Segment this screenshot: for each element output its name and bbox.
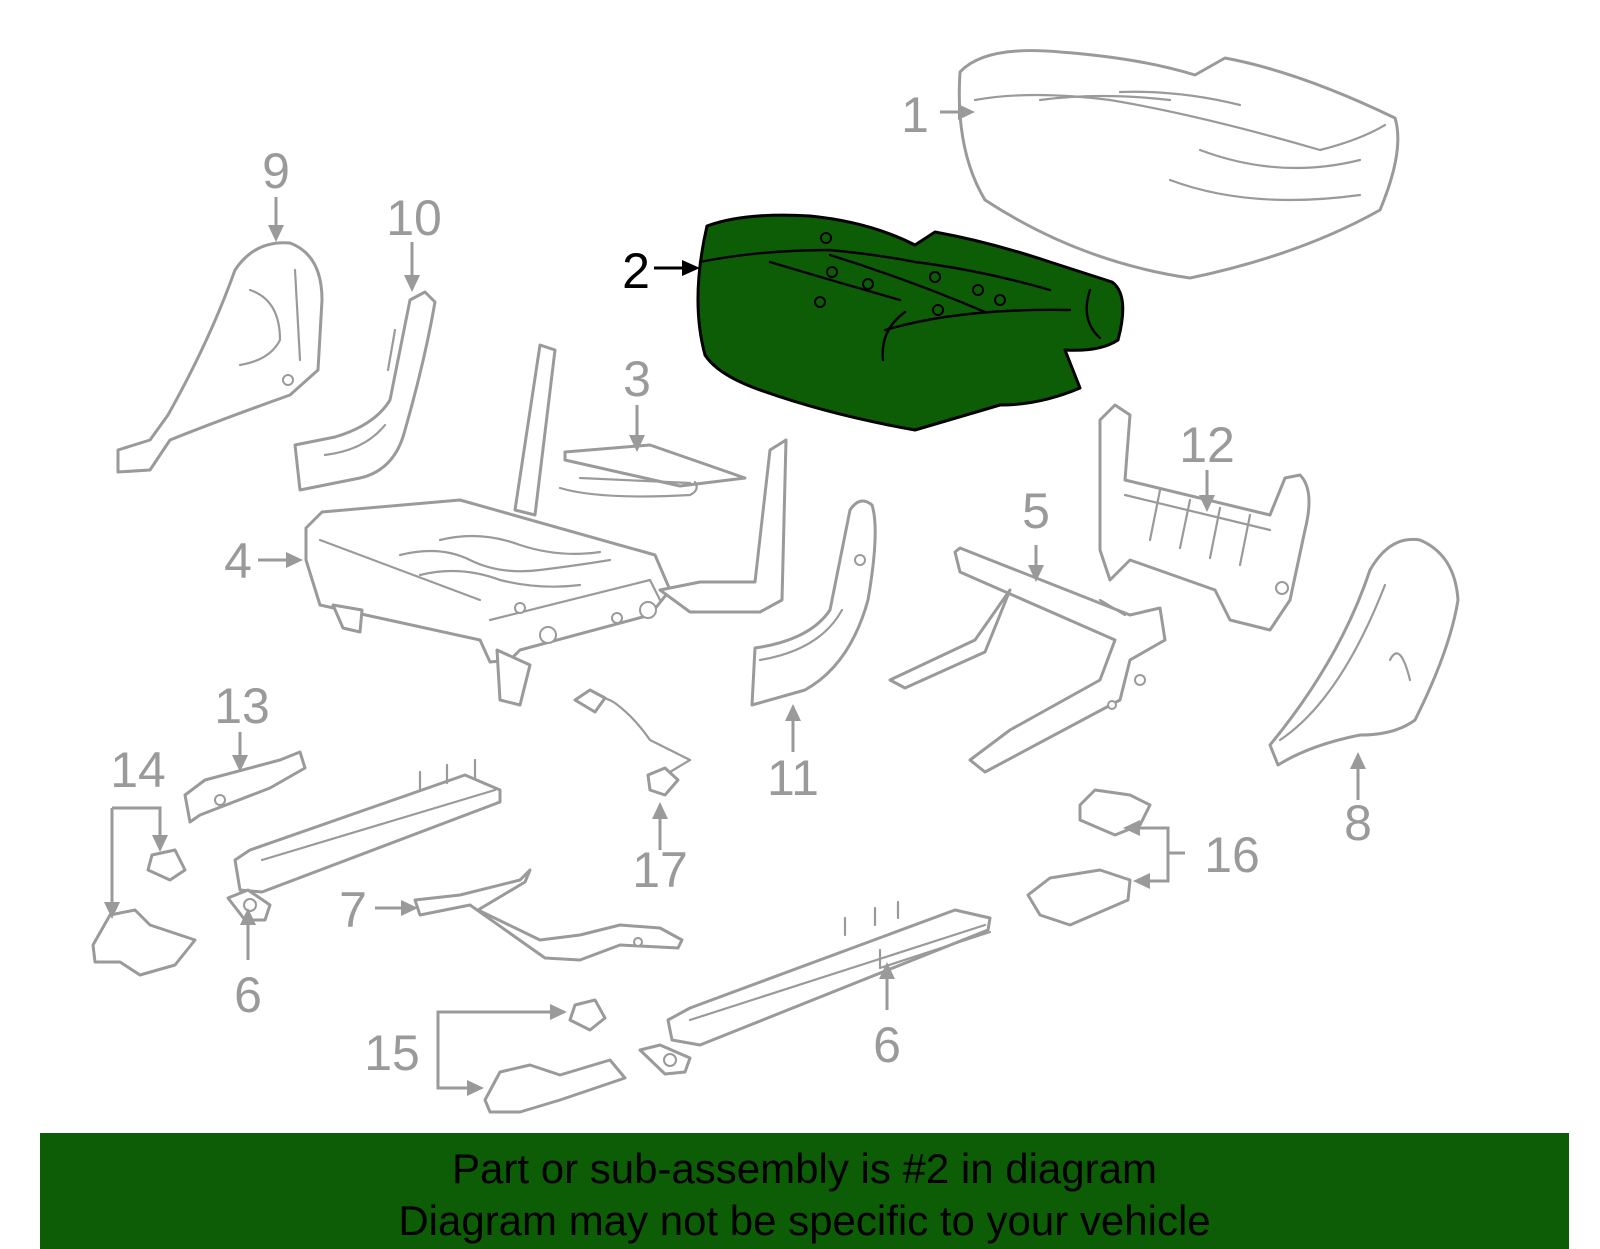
- callout-13: 13: [214, 678, 270, 734]
- callout-15: 15: [364, 1025, 420, 1081]
- callout-4: 4: [224, 533, 252, 589]
- part-8-right-side-shield[interactable]: [1268, 537, 1460, 767]
- part-11-center-shield[interactable]: [750, 499, 877, 707]
- part-12-back-frame-panel[interactable]: [1098, 403, 1311, 632]
- part-4-seat-frame[interactable]: [304, 343, 788, 707]
- callout-2: 2: [622, 243, 650, 299]
- info-banner: Part or sub-assembly is #2 in diagram Di…: [40, 1133, 1569, 1249]
- callout-9: 9: [262, 143, 290, 199]
- part-16-switch-covers[interactable]: [1026, 788, 1152, 927]
- callout-14: 14: [110, 742, 166, 798]
- part-1-seat-cover[interactable]: [957, 49, 1400, 280]
- callout-5: 5: [1022, 483, 1050, 539]
- callout-8: 8: [1344, 795, 1372, 851]
- part-2-seat-cushion-pad[interactable]: [696, 213, 1125, 432]
- part-14-track-covers[interactable]: [91, 848, 197, 977]
- callout-3: 3: [623, 351, 651, 407]
- callout-10: 10: [386, 190, 442, 246]
- part-17-wire-harness[interactable]: [573, 688, 692, 797]
- banner-line-2: Diagram may not be specific to your vehi…: [398, 1197, 1211, 1244]
- part-15-track-covers[interactable]: [483, 998, 627, 1114]
- part-13-latch-cover[interactable]: [183, 750, 307, 824]
- callout-6b: 6: [873, 1017, 901, 1073]
- part-6a-seat-track-left[interactable]: [226, 758, 502, 922]
- part-9-left-outer-shield[interactable]: [116, 241, 324, 474]
- callout-1: 1: [901, 87, 929, 143]
- part-7-towel-bar[interactable]: [413, 868, 684, 962]
- part-10-left-inner-shield[interactable]: [293, 290, 437, 492]
- callout-labels: 1 2 3 4 5 6 6 7 8 9 10 11 12 13 14 15 16…: [110, 87, 1372, 1081]
- callout-16: 16: [1204, 827, 1260, 883]
- callout-12: 12: [1179, 417, 1235, 473]
- part-5-cross-frame[interactable]: [888, 546, 1167, 774]
- part-3-seat-pan[interactable]: [558, 443, 747, 498]
- banner-line-1: Part or sub-assembly is #2 in diagram: [452, 1145, 1157, 1192]
- callout-7: 7: [339, 882, 367, 938]
- callout-11: 11: [767, 750, 819, 806]
- callout-6a: 6: [234, 967, 262, 1023]
- callout-17: 17: [632, 842, 688, 898]
- leader-lines: [104, 104, 1366, 1096]
- part-6b-seat-track-right[interactable]: [638, 900, 992, 1076]
